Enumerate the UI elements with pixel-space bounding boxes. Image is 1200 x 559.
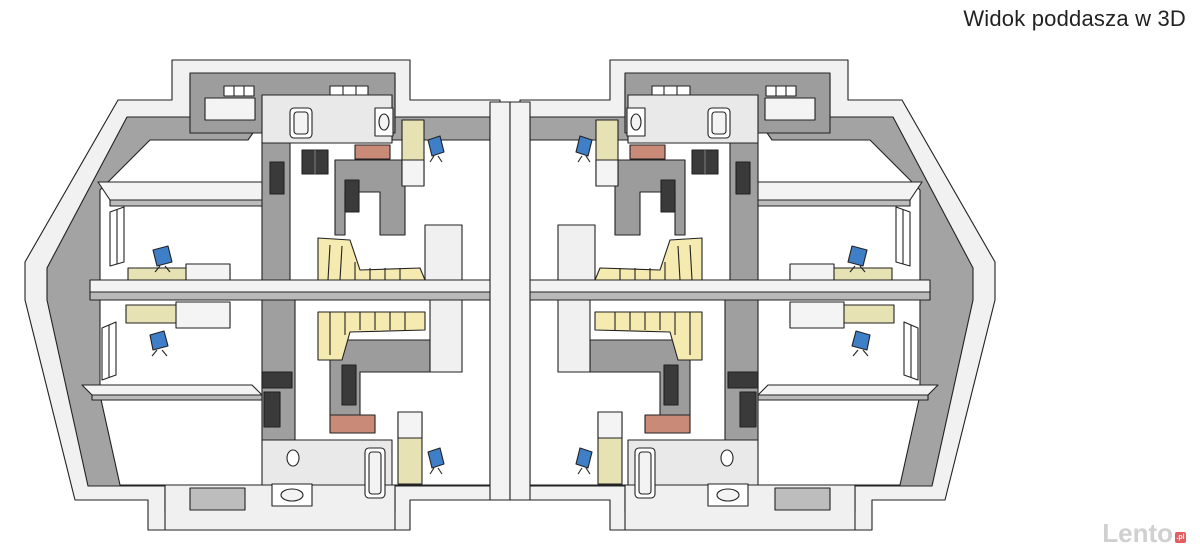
watermark-suffix: .pl (1175, 532, 1186, 543)
watermark-brand: Lento (1102, 518, 1173, 548)
watermark-logo: Lento .pl (1102, 518, 1186, 549)
left-dwelling (24, 59, 511, 531)
right-dwelling (509, 59, 996, 531)
page-title: Widok poddasza w 3D (963, 6, 1186, 31)
